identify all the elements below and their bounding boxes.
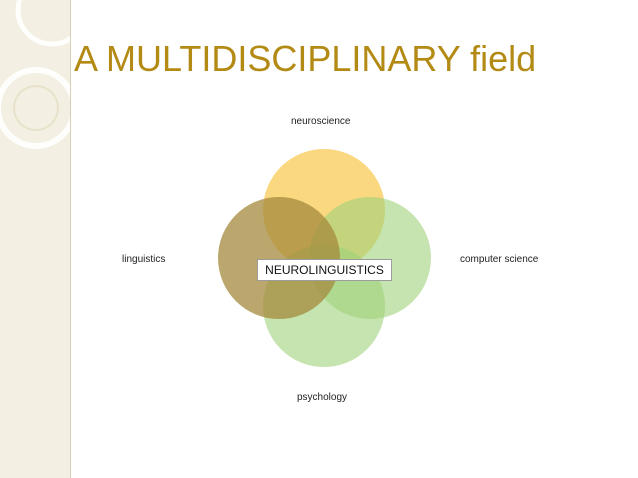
decorative-sidebar — [0, 0, 71, 478]
linguistics-circle — [218, 197, 340, 319]
label-psychology: psychology — [297, 392, 348, 403]
center-label-neurolinguistics: NEUROLINGUISTICS — [257, 259, 392, 281]
label-neuroscience: neuroscience — [291, 116, 351, 127]
label-computer-science: computer science — [460, 254, 539, 265]
label-linguistics: linguistics — [122, 254, 166, 265]
decorative-rings — [0, 0, 70, 149]
slide-title: A MULTIDISCIPLINARY field — [74, 38, 537, 79]
